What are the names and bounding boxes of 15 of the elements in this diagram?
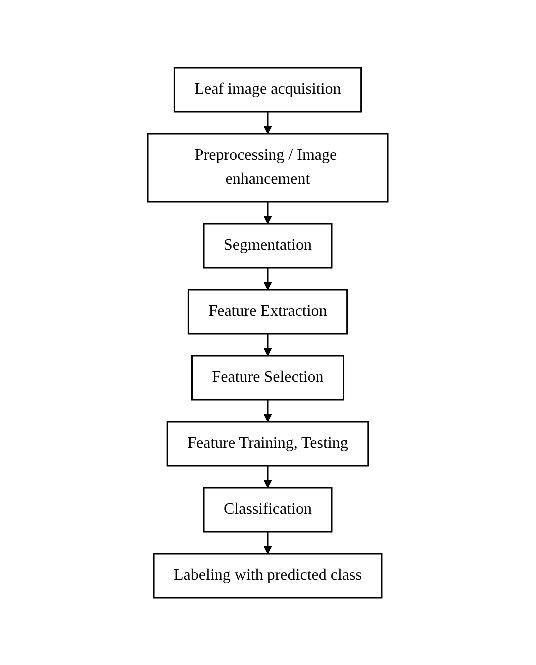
node-box: Feature Extraction bbox=[188, 288, 348, 334]
node-box: Classification bbox=[203, 486, 333, 532]
arrow bbox=[264, 268, 272, 290]
node-box: Feature Training, Testing bbox=[166, 420, 370, 466]
node-box: Leaf image acquisition bbox=[174, 66, 362, 112]
node-box: Preprocessing / Image enhancement bbox=[147, 132, 389, 202]
arrow bbox=[264, 112, 272, 134]
node-box: Segmentation bbox=[203, 222, 333, 268]
arrow bbox=[264, 400, 272, 422]
arrow bbox=[264, 202, 272, 224]
arrow bbox=[264, 466, 272, 488]
node-box: Feature Selection bbox=[192, 354, 344, 400]
node-box: Labeling with predicted class bbox=[153, 552, 383, 598]
arrow bbox=[264, 334, 272, 356]
arrow bbox=[264, 532, 272, 554]
